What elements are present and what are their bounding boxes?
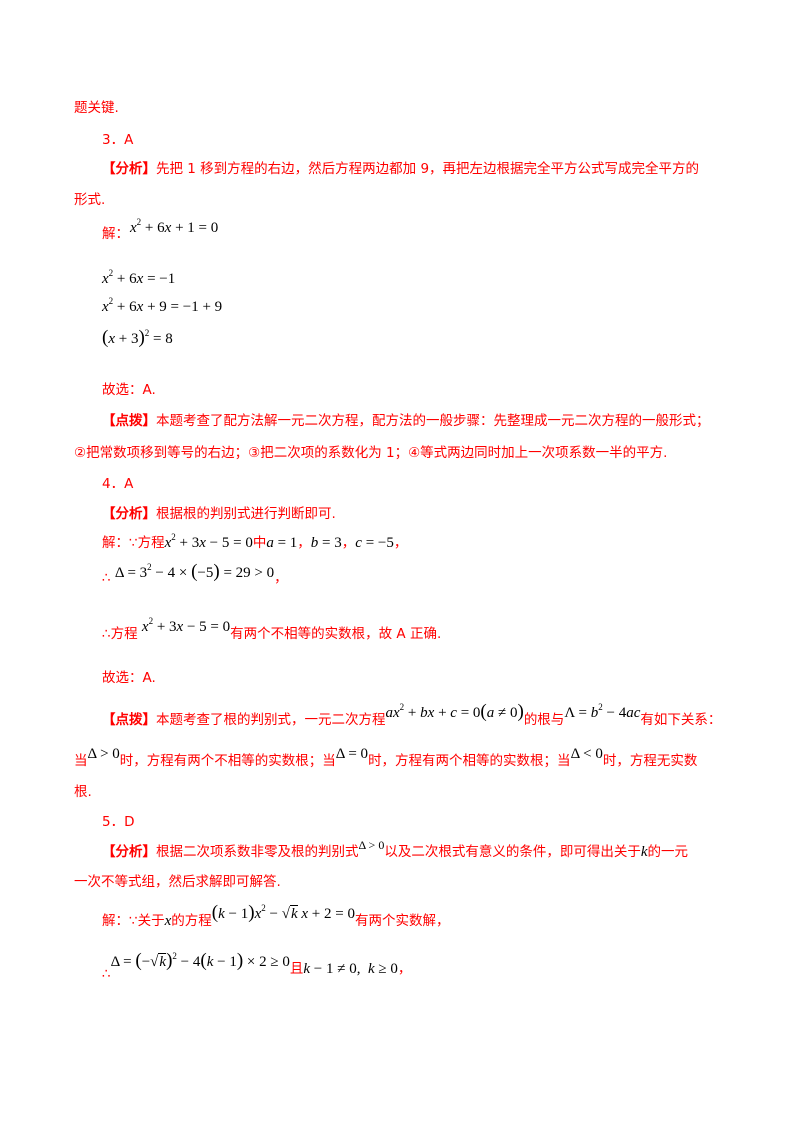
q5-delta-line: ∴Δ = (−√k)2 − 4(k − 1) × 2 ≥ 0且k − 1 ≠ 0… xyxy=(102,951,412,982)
q4-delta-line: ∴ Δ = 32 − 4 × (−5) = 29 > 0， xyxy=(102,561,288,586)
solve-text: 的方程 xyxy=(171,913,212,929)
analysis-tag: 【分析】 xyxy=(102,506,156,522)
q4-c: c = −5 xyxy=(355,535,394,551)
case-text: 时，方程有两个相等的实数根；当 xyxy=(368,753,571,769)
question-4-header: 4．A xyxy=(102,476,134,492)
case-text: 时，方程无实数 xyxy=(602,753,698,769)
q4-conclusion-equation: x2 + 3x − 5 = 0 xyxy=(141,616,231,636)
tip-text: 本题考查了根的判别式，一元二次方程 xyxy=(156,712,386,728)
case-1-condition: Δ > 0 xyxy=(87,746,120,762)
tip-text: 本题考查了配方法解一元二次方程，配方法的一般步骤：先整理成一元二次方程的一般形式… xyxy=(156,413,710,429)
q4-analysis: 【分析】根据根的判别式进行判断即可. xyxy=(102,505,336,523)
q3-equation-1: x2 + 6x + 1 = 0 xyxy=(130,217,219,237)
case-text: 当 xyxy=(74,753,88,769)
q3-equation-4: (x + 3)2 = 8 xyxy=(102,327,173,348)
separator: ， xyxy=(297,535,311,551)
q4-delta: Δ = 32 − 4 × (−5) = 29 > 0 xyxy=(114,561,275,582)
conclusion-prefix: ∴方程 xyxy=(102,626,138,642)
analysis-text: 根据二次项系数非零及根的判别式 xyxy=(156,844,359,860)
q3-analysis: 【分析】先把 1 移到方程的右边，然后方程两边都加 9，再把左边根据完全平方公式… xyxy=(102,160,699,178)
separator: ， xyxy=(274,570,288,586)
q3-tip: 【点拨】本题考查了配方法解一元二次方程，配方法的一般步骤：先整理成一元二次方程的… xyxy=(102,412,710,430)
question-5-header: 5．D xyxy=(102,814,135,830)
q4-tip-equation: ax2 + bx + c = 0(a ≠ 0) xyxy=(385,701,524,722)
conclusion-text: 有两个不相等的实数根，故 A 正确. xyxy=(230,626,442,642)
q3-equation-3: x2 + 6x + 9 = −1 + 9 xyxy=(102,296,223,316)
q4-b: b = 3 xyxy=(310,535,342,551)
q4-a: a = 1 xyxy=(266,535,298,551)
q4-solve: 解：∵方程x2 + 3x − 5 = 0中a = 1，b = 3，c = −5， xyxy=(102,532,408,552)
analysis-tag: 【分析】 xyxy=(102,161,156,177)
variable-x: x xyxy=(164,913,172,929)
tip-text: 有如下关系： xyxy=(640,712,722,728)
text-line: 题关键. xyxy=(74,100,119,116)
q3-tip-cont: ②把常数项移到等号的右边；③把二次项的系数化为 1；④等式两边同时加上一次项系数… xyxy=(74,445,668,461)
analysis-text: 以及二次根式有意义的条件，即可得出关于 xyxy=(384,844,641,860)
q4-choice: 故选：A. xyxy=(102,670,156,686)
q3-equation-2: x2 + 6x = −1 xyxy=(102,268,176,288)
case-3-condition: Δ < 0 xyxy=(570,746,603,762)
q5-analysis-cont: 一次不等式组，然后求解即可解答. xyxy=(74,874,281,890)
q3-analysis-cont: 形式. xyxy=(74,192,106,208)
text-mid: 中 xyxy=(252,535,267,551)
q4-cases-cont: 根. xyxy=(74,784,92,800)
q5-analysis: 【分析】根据二次项系数非零及根的判别式Δ > 0以及二次根式有意义的条件，即可得… xyxy=(102,838,689,861)
and-text: 且 xyxy=(289,961,304,977)
case-2-condition: Δ = 0 xyxy=(335,746,369,762)
q4-conclusion: ∴方程 x2 + 3x − 5 = 0有两个不相等的实数根，故 A 正确. xyxy=(102,617,442,643)
separator: ， xyxy=(393,535,408,551)
variable-k: k xyxy=(640,844,648,860)
separator: ， xyxy=(341,535,356,551)
q3-choice: 故选：A. xyxy=(102,382,156,398)
q5-conditions: k − 1 ≠ 0, k ≥ 0 xyxy=(303,961,398,977)
analysis-tag: 【分析】 xyxy=(102,844,156,860)
q4-equation: x2 + 3x − 5 = 0 xyxy=(164,532,253,552)
tip-tag: 【点拨】 xyxy=(102,712,156,728)
q4-tip-delta: Λ = b2 − 4ac xyxy=(564,702,641,722)
question-3-header: 3．A xyxy=(102,132,134,148)
analysis-text: 的一元 xyxy=(647,844,689,860)
analysis-text: 根据根的判别式进行判断即可. xyxy=(156,506,336,522)
q5-delta: Δ = (−√k)2 − 4(k − 1) × 2 ≥ 0 xyxy=(110,950,290,971)
separator: ， xyxy=(397,961,412,977)
case-text: 时，方程有两个不相等的实数根；当 xyxy=(119,753,336,769)
therefore-symbol: ∴ xyxy=(102,966,111,982)
tip-tag: 【点拨】 xyxy=(102,413,156,429)
q3-solve-label: 解： xyxy=(102,226,129,242)
analysis-delta: Δ > 0 xyxy=(358,838,385,852)
solve-text: 有两个实数解， xyxy=(354,913,450,929)
analysis-text: 先把 1 移到方程的右边，然后方程两边都加 9，再把左边根据完全平方公式写成完全… xyxy=(156,161,700,177)
q4-tip: 【点拨】本题考查了根的判别式，一元二次方程ax2 + bx + c = 0(a … xyxy=(102,702,722,729)
therefore-symbol: ∴ xyxy=(102,570,111,586)
q4-cases: 当Δ > 0时，方程有两个不相等的实数根；当Δ = 0时，方程有两个相等的实数根… xyxy=(74,746,698,770)
tip-text: 的根与 xyxy=(523,712,565,728)
q5-equation: (k − 1)x2 − √k x + 2 = 0 xyxy=(211,902,355,923)
solve-prefix: 解：∵关于 xyxy=(102,913,165,929)
q5-solve: 解：∵关于x的方程(k − 1)x2 − √k x + 2 = 0有两个实数解， xyxy=(102,903,450,930)
solve-prefix: 解：∵方程 xyxy=(102,535,165,551)
